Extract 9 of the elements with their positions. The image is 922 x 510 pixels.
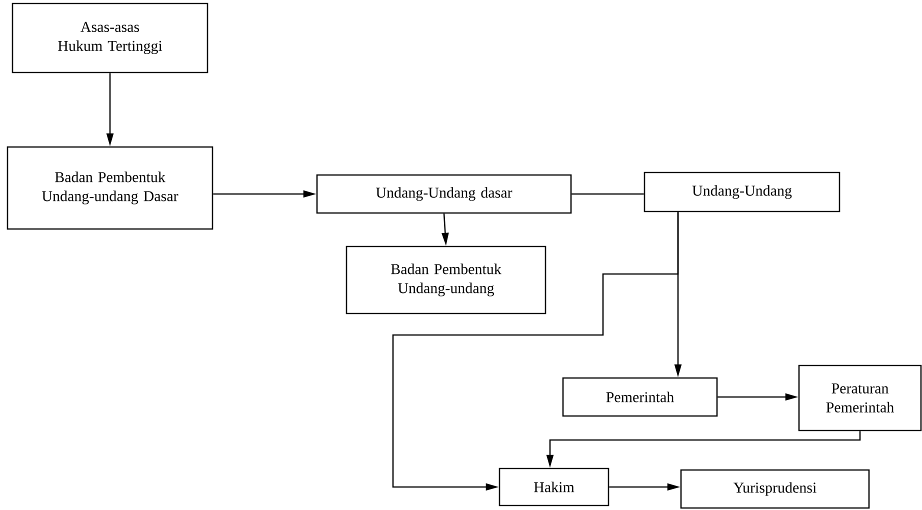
process-box: Undang-Undang xyxy=(644,172,840,212)
process-box: Badan Pembentuk Undang-undang Dasar xyxy=(6,146,214,230)
process-box: Asas-asas Hukum Tertinggi xyxy=(12,2,208,74)
process-box: Hakim xyxy=(498,468,610,506)
process-box: Undang-Undang dasar xyxy=(316,174,572,214)
process-box: Yurisprudensi xyxy=(680,469,870,509)
process-box: Peraturan Pemerintah xyxy=(798,364,922,432)
process-box: Pemerintah xyxy=(562,377,718,417)
process-box: Badan Pembentuk Undang-undang xyxy=(346,246,546,314)
